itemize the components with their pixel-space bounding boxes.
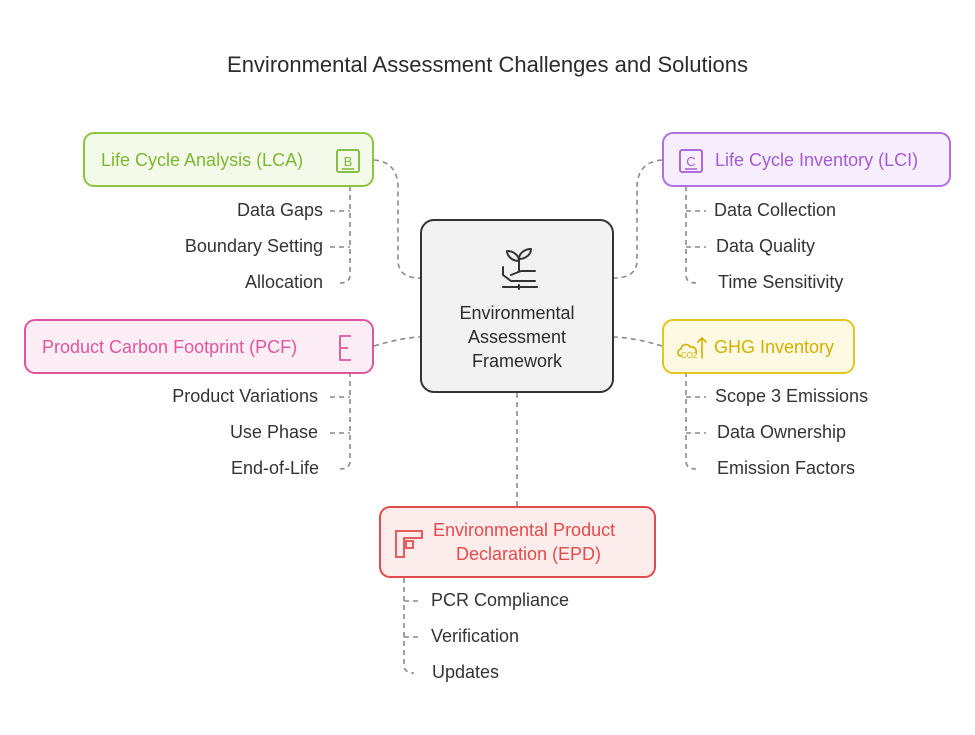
center-label-line3: Framework	[471, 351, 562, 371]
svg-text:CO2: CO2	[681, 351, 698, 360]
svg-text:C: C	[686, 154, 695, 169]
lca-item-boundary-setting: Boundary Setting	[184, 236, 323, 256]
ghg-node[interactable]: CO2 GHG Inventory	[662, 319, 855, 374]
lca-item-allocation: Allocation	[244, 272, 323, 292]
epd-item-verification: Verification	[431, 626, 520, 646]
lci-label: Life Cycle Inventory (LCI)	[715, 150, 919, 170]
pcf-item-use-phase: Use Phase	[229, 422, 318, 442]
link-lci	[613, 159, 663, 279]
lca-label: Life Cycle Analysis (LCA)	[101, 150, 304, 170]
letter-b-icon: B	[336, 149, 360, 173]
epd-label-line1: Environmental Product	[433, 520, 616, 540]
epd-label-line2: Declaration (EPD)	[456, 544, 602, 564]
lci-node[interactable]: C Life Cycle Inventory (LCI)	[662, 132, 951, 187]
link-pcf	[373, 336, 421, 347]
co2-icon: CO2	[677, 336, 707, 360]
lci-item-data-collection: Data Collection	[714, 200, 837, 220]
diagram-title: Environmental Assessment Challenges and …	[227, 52, 748, 77]
center-framework-node[interactable]: Environmental Assessment Framework	[420, 219, 614, 393]
center-label-line2: Assessment	[467, 327, 567, 347]
letter-c-icon: C	[679, 149, 703, 173]
epd-bracket	[403, 578, 415, 674]
seedling-hand-icon	[502, 248, 538, 290]
ghg-bracket	[685, 372, 697, 470]
pcf-item-end-of-life: End-of-Life	[230, 458, 319, 478]
pcf-item-product-variations: Product Variations	[172, 386, 318, 406]
pcf-node[interactable]: Product Carbon Footprint (PCF)	[24, 319, 374, 374]
ghg-item-scope-3: Scope 3 Emissions	[715, 386, 869, 406]
ghg-item-emission-factors: Emission Factors	[717, 458, 856, 478]
link-ghg	[613, 336, 663, 347]
pcf-bracket	[339, 372, 351, 470]
lci-bracket	[685, 186, 697, 284]
pcf-label: Product Carbon Footprint (PCF)	[42, 337, 298, 357]
ghg-label: GHG Inventory	[714, 337, 835, 357]
epd-item-updates: Updates	[432, 662, 500, 682]
epd-node[interactable]: Environmental Product Declaration (EPD)	[379, 506, 656, 578]
epd-item-pcr-compliance: PCR Compliance	[431, 590, 570, 610]
lci-item-data-quality: Data Quality	[716, 236, 816, 256]
lca-node[interactable]: Life Cycle Analysis (LCA) B	[83, 132, 374, 187]
lci-item-time-sensitivity: Time Sensitivity	[718, 272, 844, 292]
letter-e-icon	[339, 335, 351, 361]
svg-text:B: B	[344, 154, 353, 169]
center-label-line1: Environmental	[459, 303, 575, 323]
letter-f-icon	[395, 530, 423, 558]
link-lca	[373, 159, 421, 279]
ghg-item-data-ownership: Data Ownership	[717, 422, 847, 442]
lca-item-data-gaps: Data Gaps	[236, 200, 323, 220]
lca-bracket	[339, 186, 351, 284]
